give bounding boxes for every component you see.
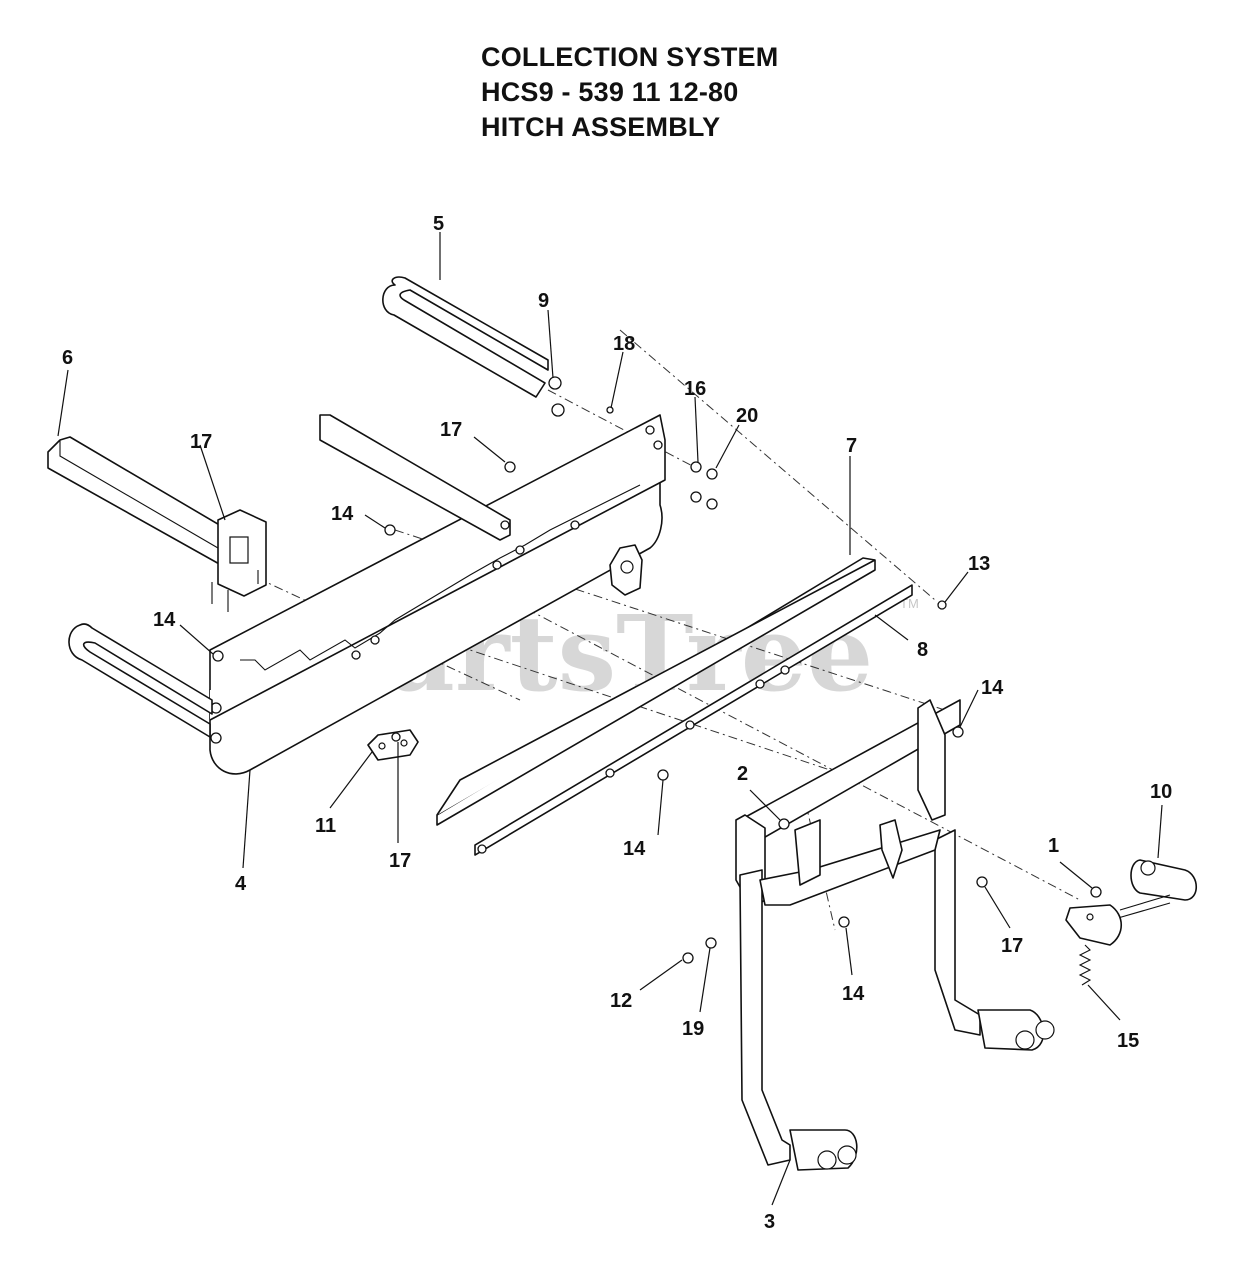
part-11-bracket [367,729,419,761]
callout-12: 12 [610,990,632,1012]
callout-20: 20 [736,405,758,427]
part-15-spring [1078,944,1092,986]
callout-14-upper: 14 [331,503,354,525]
callout-1: 1 [1048,835,1059,857]
callout-8: 8 [917,639,928,661]
part-5-upper-tube [382,276,549,398]
callout-14-lower: 14 [842,983,865,1005]
part-3-hitch-frame [735,699,1055,1171]
part-4-main-frame [209,414,666,775]
callout-18: 18 [613,333,635,355]
callout-3: 3 [764,1211,775,1233]
callout-14-right: 14 [981,677,1004,699]
callout-17-top: 17 [440,419,462,441]
callout-9: 9 [538,290,549,312]
callout-17-right: 17 [1001,935,1023,957]
callout-16: 16 [684,378,706,400]
part-6-drawbar [47,436,267,612]
callout-17-mid: 17 [389,850,411,872]
callout-14-left: 14 [153,609,176,631]
callout-6: 6 [62,347,73,369]
part-1-latch [1065,904,1123,946]
callout-10: 10 [1150,781,1172,803]
diagram-title: COLLECTION SYSTEM HCS9 - 539 11 12-80 HI… [481,40,778,145]
callout-5: 5 [433,213,444,235]
callout-14-center: 14 [623,838,646,860]
callouts: 5 9 18 16 20 17 14 17 6 7 13 8 14 14 4 1… [62,213,1172,1233]
leader-lines [57,232,1163,1206]
part-10-pin [1117,859,1198,919]
part-7-angle-bar [436,557,876,826]
callout-7: 7 [846,435,857,457]
callout-11: 11 [315,815,336,837]
fasteners [212,376,1102,964]
callout-15: 15 [1117,1030,1139,1052]
callout-17-left: 17 [190,431,212,453]
callout-13: 13 [968,553,990,575]
callout-19: 19 [682,1018,704,1040]
title-line-2: HCS9 - 539 11 12-80 [481,77,739,107]
title-line-1: COLLECTION SYSTEM [481,42,779,72]
lower-u-tube [68,623,213,738]
callout-4: 4 [235,873,247,895]
title-line-3: HITCH ASSEMBLY [481,112,721,142]
callout-2: 2 [737,763,748,785]
part-8-flat-bar [474,584,913,856]
